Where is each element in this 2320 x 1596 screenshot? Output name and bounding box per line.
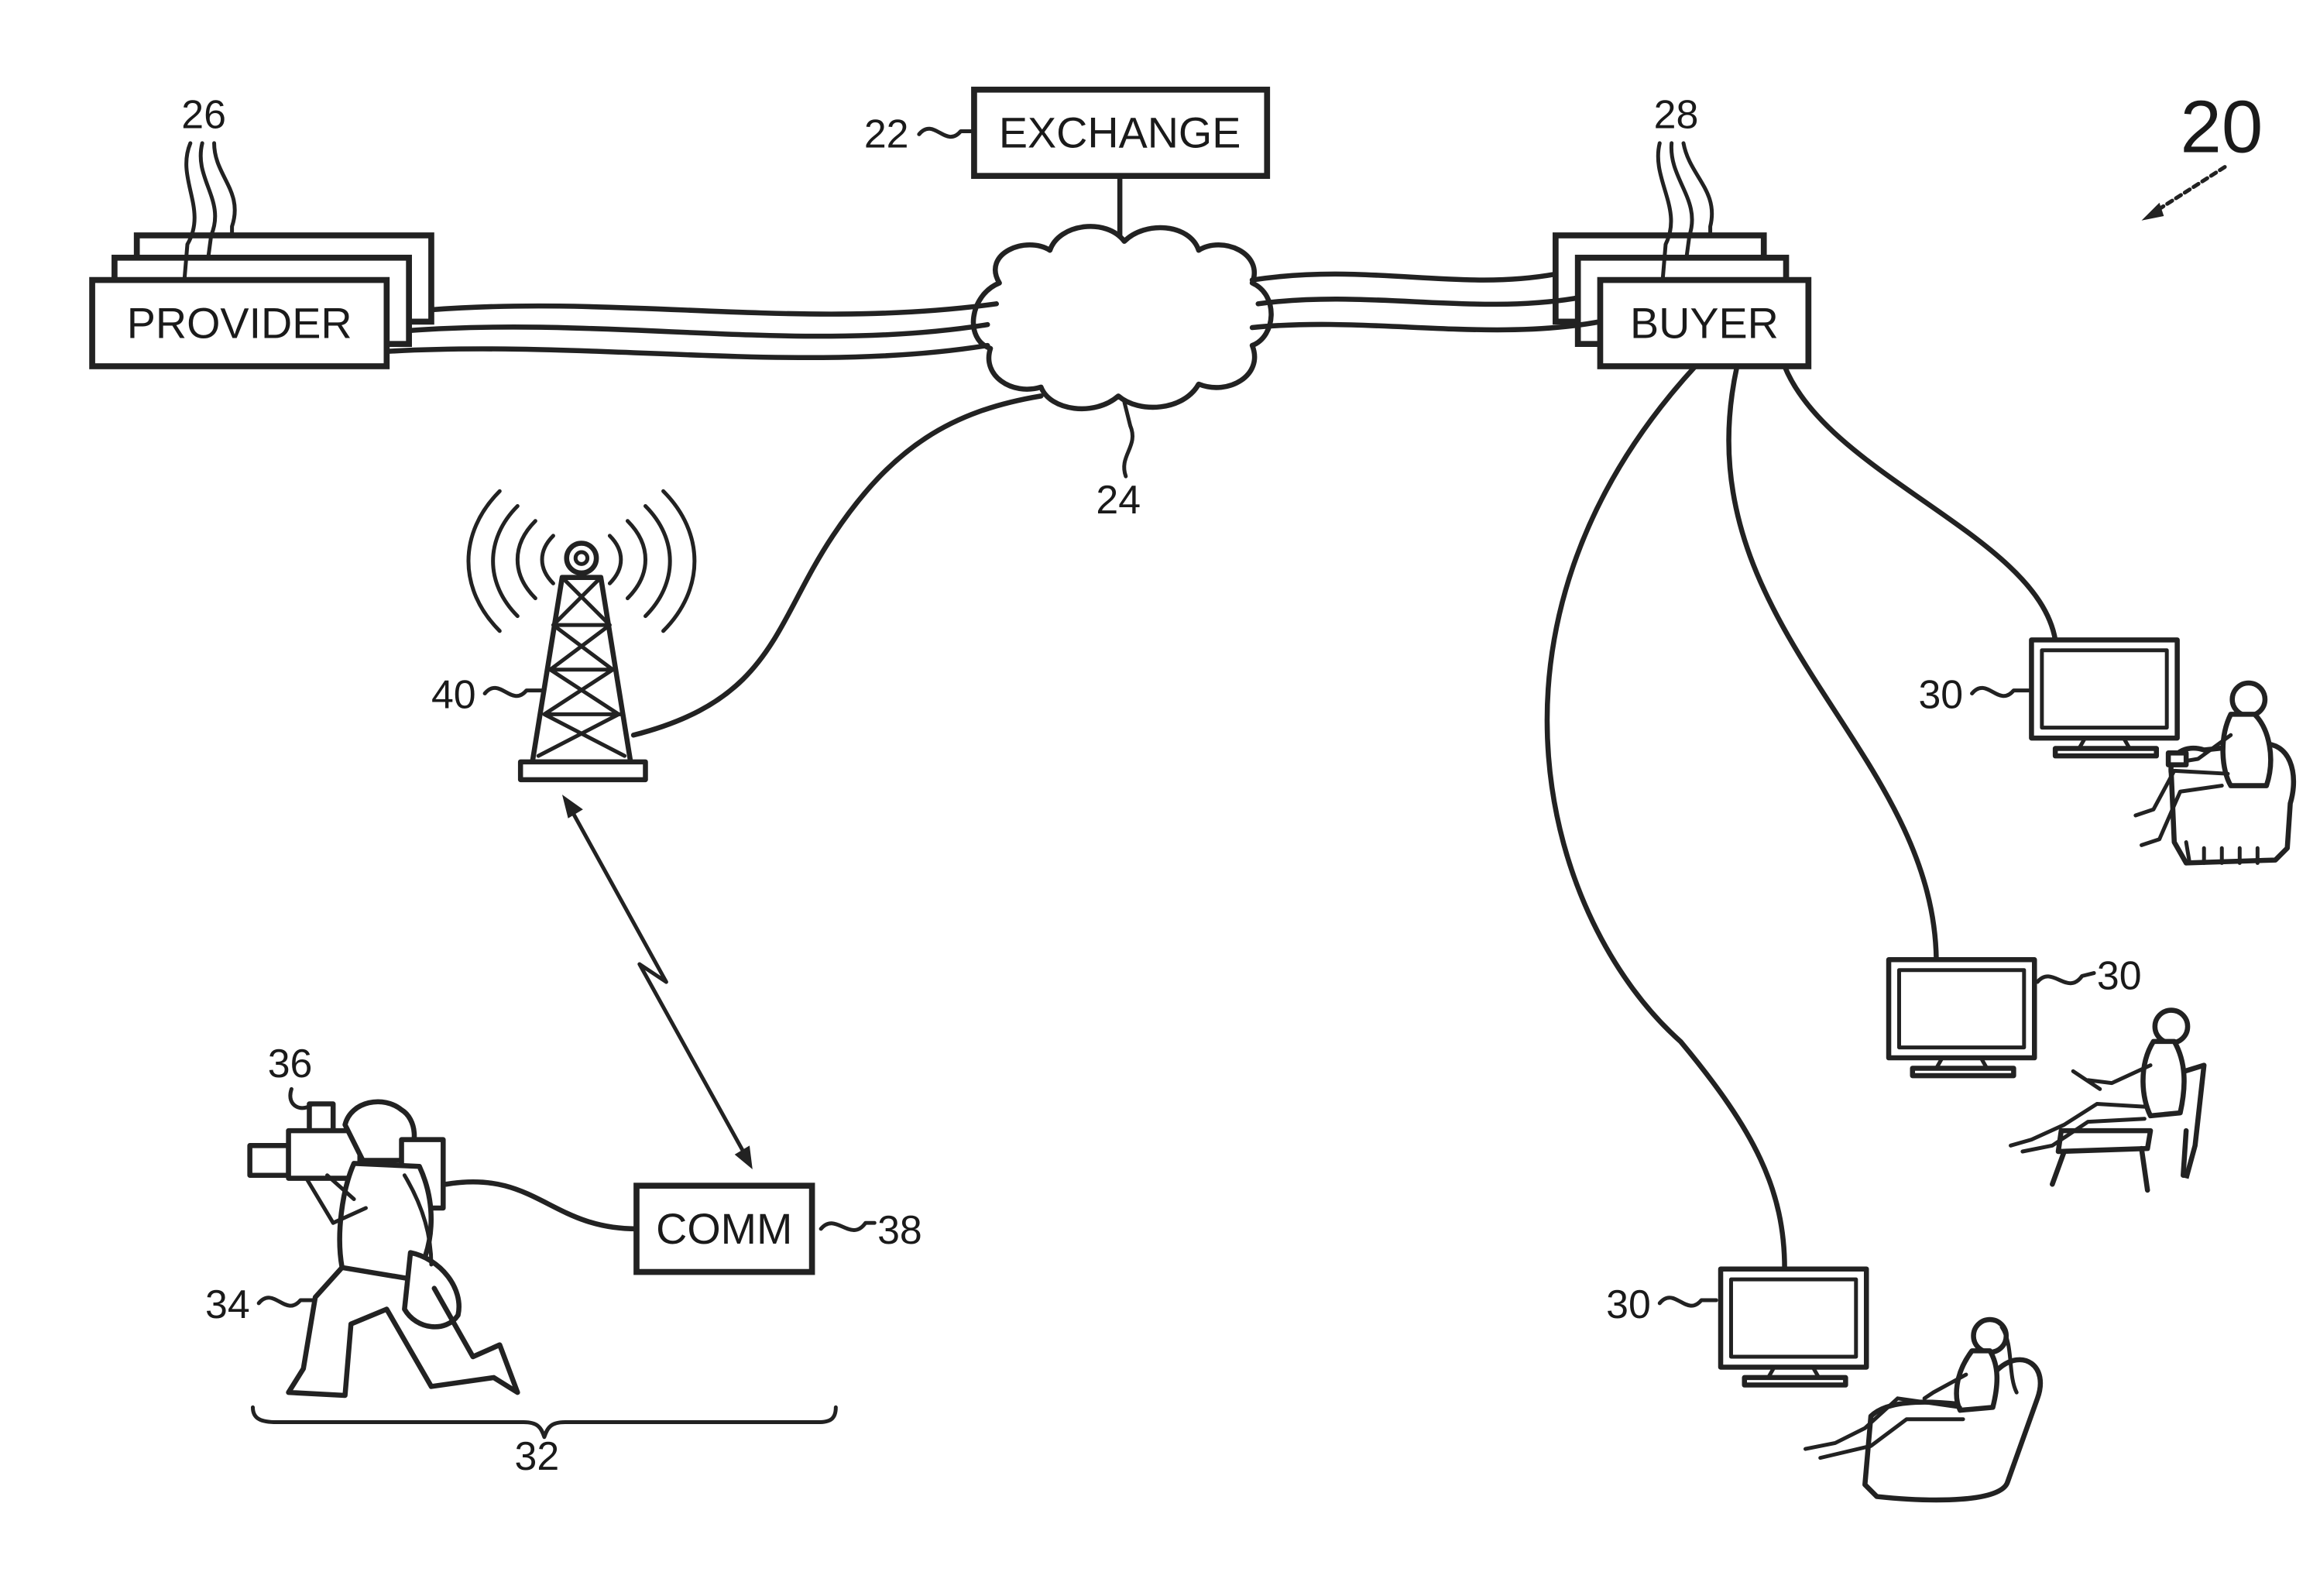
tv-icon-2-frame bbox=[1889, 959, 2034, 1058]
tv-icon-1-stand bbox=[2055, 749, 2157, 757]
wireless-arrowhead-top bbox=[562, 795, 583, 819]
system-ref-label: 20 bbox=[2180, 85, 2263, 168]
display-3-ref-leader bbox=[1659, 1298, 1716, 1306]
provider-link-2 bbox=[409, 324, 987, 336]
viewer-3-torso bbox=[1957, 1351, 1997, 1410]
system-reference: 20 bbox=[2142, 85, 2263, 220]
cloud-icon bbox=[973, 226, 1272, 408]
buyer-label: BUYER bbox=[1630, 299, 1779, 347]
network-cloud: 24 bbox=[973, 226, 1272, 522]
exchange-label: EXCHANGE bbox=[999, 109, 1241, 157]
tv-icon-3-frame bbox=[1721, 1269, 1866, 1368]
tv-icon-1-frame bbox=[2031, 640, 2177, 738]
camera-viewfinder bbox=[309, 1104, 333, 1131]
exchange-node: EXCHANGE 22 bbox=[864, 90, 1267, 239]
viewer-2-torso bbox=[2143, 1042, 2184, 1116]
display-1: 30 bbox=[1918, 640, 2177, 756]
display-3: 30 bbox=[1606, 1269, 1866, 1385]
buyer-link-2 bbox=[1258, 298, 1578, 304]
tower-antenna-outer bbox=[567, 544, 596, 573]
viewer-2 bbox=[2011, 1011, 2205, 1190]
display-2-ref-leader bbox=[2037, 973, 2094, 983]
viewer-1-head bbox=[2232, 683, 2265, 716]
tv-icon-3-stand bbox=[1745, 1378, 1846, 1385]
provider-label: PROVIDER bbox=[127, 299, 352, 347]
viewer-2-arms bbox=[2073, 1066, 2150, 1090]
display-1-ref: 30 bbox=[1918, 672, 1963, 717]
provider-ref-leader-3 bbox=[214, 143, 235, 235]
network-ref: 24 bbox=[1096, 477, 1141, 522]
wireless-link bbox=[562, 795, 753, 1169]
viewer-2-head bbox=[2155, 1011, 2188, 1043]
operator-ref: 34 bbox=[205, 1282, 250, 1327]
display-3-ref: 30 bbox=[1606, 1282, 1651, 1327]
buyer-ref-leader-3 bbox=[1683, 143, 1712, 235]
wireless-arrowhead-bottom bbox=[735, 1145, 753, 1169]
tower-ref: 40 bbox=[431, 672, 476, 717]
camera-to-comm-link bbox=[446, 1182, 637, 1229]
system-ref-arrowhead bbox=[2142, 203, 2164, 221]
tower-base bbox=[520, 762, 645, 780]
camera-ref: 36 bbox=[268, 1041, 313, 1086]
comm-node: COMM 38 bbox=[446, 1182, 922, 1272]
operator-ref-leader bbox=[259, 1298, 312, 1306]
network-ref-leader bbox=[1124, 402, 1133, 476]
buyer-link-1 bbox=[1252, 274, 1556, 280]
viewer-3-head bbox=[1974, 1320, 2006, 1352]
provider-ref: 26 bbox=[181, 92, 226, 137]
camera-ref-leader bbox=[290, 1089, 312, 1107]
operator-legs bbox=[289, 1268, 518, 1395]
buyer-to-display-3-link bbox=[1547, 366, 1785, 1269]
comm-label: COMM bbox=[656, 1205, 792, 1253]
tv-icon-2-stand bbox=[1913, 1068, 2014, 1076]
exchange-ref: 22 bbox=[864, 112, 909, 156]
comm-ref: 38 bbox=[877, 1207, 922, 1252]
wireless-zigzag bbox=[571, 809, 746, 1157]
display-1-ref-leader bbox=[1972, 688, 2029, 695]
game-controller-icon bbox=[2168, 753, 2186, 764]
system-ref-arrow-line bbox=[2150, 167, 2225, 215]
cell-tower: 40 bbox=[431, 396, 1041, 779]
buyer-link-3 bbox=[1252, 321, 1600, 330]
field-unit-brace bbox=[252, 1407, 836, 1436]
camera-lens bbox=[250, 1145, 289, 1175]
provider-link-3 bbox=[386, 345, 987, 358]
buyer-ref: 28 bbox=[1654, 92, 1699, 137]
field-unit-ref: 32 bbox=[514, 1433, 559, 1478]
viewer-1-torso bbox=[2223, 714, 2271, 785]
provider-link-1 bbox=[431, 304, 997, 314]
exchange-ref-leader bbox=[919, 129, 973, 136]
display-2-ref: 30 bbox=[2097, 953, 2142, 998]
tower-ref-leader bbox=[485, 688, 541, 695]
display-2: 30 bbox=[1889, 953, 2142, 1076]
buyer-to-display-2-link bbox=[1729, 366, 1937, 959]
provider-stack: PROVIDER 26 bbox=[92, 92, 997, 366]
buyer-to-display-1-link bbox=[1785, 366, 2056, 640]
tower-lattice bbox=[538, 578, 624, 756]
comm-ref-leader bbox=[821, 1223, 874, 1230]
